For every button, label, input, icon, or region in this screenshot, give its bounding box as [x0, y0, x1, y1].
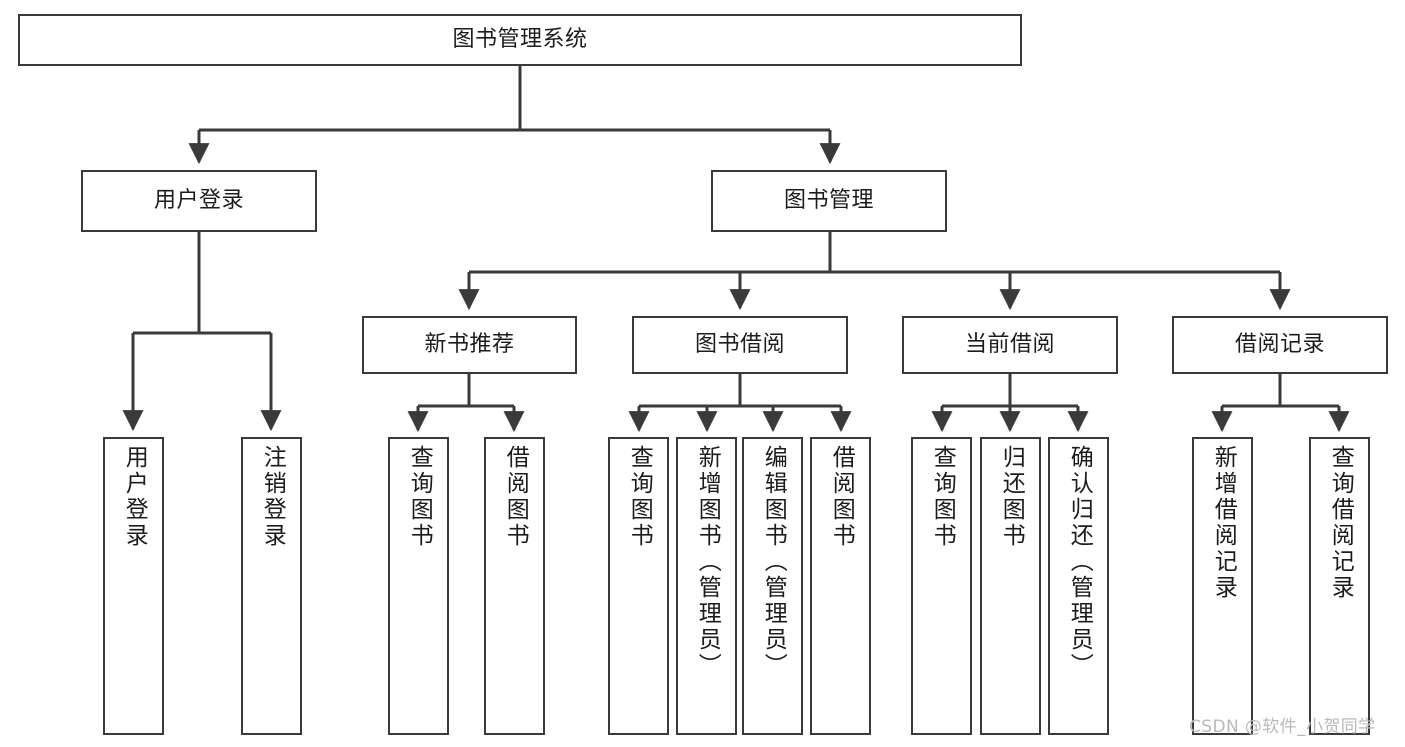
leaf-add-borrow-record[interactable]: 新增借阅记录	[1192, 437, 1253, 735]
leaf-user-logout[interactable]: 注销登录	[241, 437, 302, 735]
node-label: 新书推荐	[424, 332, 515, 358]
node-root-book-management-system[interactable]: 图书管理系统	[18, 14, 1022, 66]
node-label: 新增借阅记录	[1210, 445, 1237, 601]
node-label: 借阅图书	[502, 445, 529, 549]
leaf-user-login[interactable]: 用户登录	[103, 437, 164, 735]
leaf-borrow-book-recommend[interactable]: 借阅图书	[484, 437, 545, 735]
node-label: 新增图书（管理员）	[694, 445, 721, 679]
node-label: 图书管理系统	[452, 27, 588, 53]
node-label: 查询借阅记录	[1327, 445, 1354, 601]
node-label: 注销登录	[259, 445, 286, 549]
node-label: 用户登录	[121, 445, 148, 549]
leaf-query-book-recommend[interactable]: 查询图书	[388, 437, 449, 735]
node-label: 当前借阅	[964, 332, 1055, 358]
leaf-query-book-borrow[interactable]: 查询图书	[608, 437, 669, 735]
node-label: 图书管理	[783, 188, 874, 214]
node-label: 借阅记录	[1234, 332, 1325, 358]
node-new-book-recommend[interactable]: 新书推荐	[362, 316, 577, 374]
leaf-query-borrow-record[interactable]: 查询借阅记录	[1309, 437, 1370, 735]
node-borrow-record[interactable]: 借阅记录	[1172, 316, 1388, 374]
node-label: 编辑图书（管理员）	[760, 445, 787, 679]
node-user-login[interactable]: 用户登录	[81, 170, 317, 232]
watermark: CSDN @软件_小贺同学	[1189, 717, 1376, 737]
leaf-borrow-book[interactable]: 借阅图书	[810, 437, 871, 735]
node-label: 用户登录	[153, 188, 244, 214]
node-label: 查询图书	[929, 445, 956, 549]
node-current-borrow[interactable]: 当前借阅	[902, 316, 1118, 374]
node-book-management[interactable]: 图书管理	[711, 170, 947, 232]
node-label: 图书借阅	[694, 332, 785, 358]
node-label: 查询图书	[626, 445, 653, 549]
node-label: 查询图书	[406, 445, 433, 549]
node-label: 借阅图书	[828, 445, 855, 549]
node-book-borrow[interactable]: 图书借阅	[632, 316, 848, 374]
leaf-edit-book-admin[interactable]: 编辑图书（管理员）	[742, 437, 803, 735]
node-label: 归还图书	[998, 445, 1025, 549]
leaf-return-book[interactable]: 归还图书	[980, 437, 1041, 735]
leaf-confirm-return-admin[interactable]: 确认归还（管理员）	[1048, 437, 1109, 735]
node-label: 确认归还（管理员）	[1066, 445, 1093, 679]
leaf-add-book-admin[interactable]: 新增图书（管理员）	[676, 437, 737, 735]
leaf-query-book-current[interactable]: 查询图书	[911, 437, 972, 735]
